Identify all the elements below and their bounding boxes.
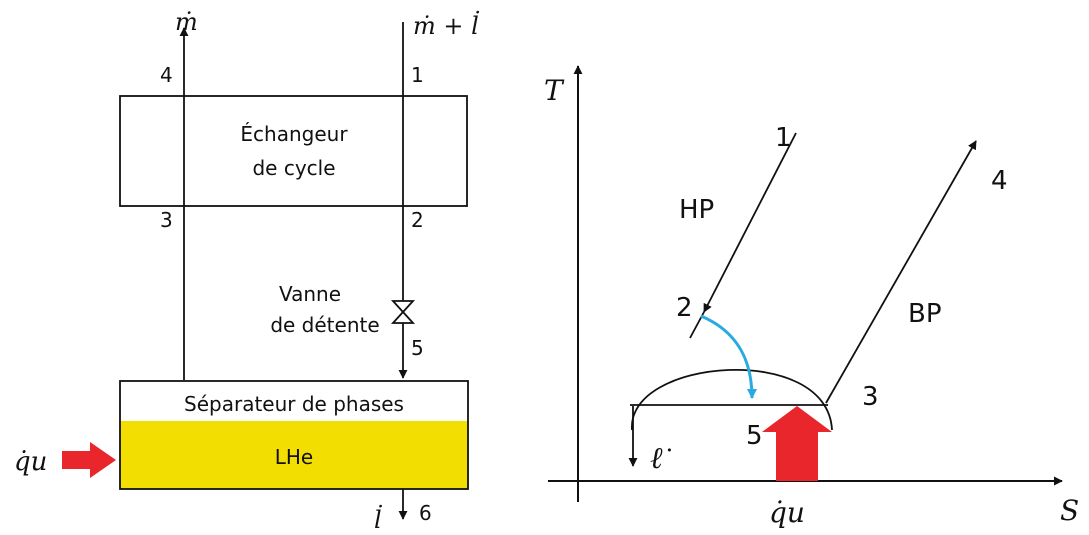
point-5-label: 5 bbox=[411, 336, 424, 360]
ts-point-5-label: 5 bbox=[746, 421, 763, 451]
ts-point-3-label: 3 bbox=[862, 382, 879, 412]
separator-label: Séparateur de phases bbox=[184, 392, 404, 416]
liquid-flow-label: ℓ̇ bbox=[650, 441, 671, 476]
liquid-helium-region bbox=[120, 421, 468, 489]
point-2-label: 2 bbox=[411, 208, 424, 232]
point-6-label: 6 bbox=[419, 501, 432, 525]
point-4-label: 4 bbox=[160, 63, 173, 87]
point-1-label: 1 bbox=[411, 63, 424, 87]
bp-line-arrow bbox=[825, 140, 977, 404]
ts-point-4-label: 4 bbox=[991, 166, 1008, 196]
ts-point-1-label: 1 bbox=[775, 123, 792, 153]
inlet-flow-label: ṁ + l̇ bbox=[413, 11, 480, 40]
liquid-outflow-label: l̇ bbox=[374, 505, 382, 534]
valve-label-line2: de détente bbox=[270, 313, 379, 337]
hp-label: HP bbox=[679, 195, 714, 225]
ts-point-2-label: 2 bbox=[676, 293, 693, 323]
hp-line-arrow bbox=[703, 132, 797, 313]
bp-label: BP bbox=[908, 299, 942, 329]
point-3-label: 3 bbox=[160, 208, 173, 232]
expansion-valve-icon bbox=[390, 300, 416, 324]
exchanger-label-line2: de cycle bbox=[252, 156, 335, 180]
ts-diagram: T S 1 HP 2 5 3 4 BP ℓ̇ q̇u bbox=[544, 65, 1079, 529]
outlet-flow-label: ṁ bbox=[175, 8, 198, 36]
heat-input-arrow-right bbox=[762, 406, 832, 481]
phase-separator-box bbox=[119, 380, 469, 490]
expansion-curve-arrow bbox=[700, 314, 757, 399]
t-axis-label: T bbox=[544, 74, 565, 107]
heat-input-label-right: q̇u bbox=[769, 496, 805, 529]
s-axis-label: S bbox=[1060, 494, 1079, 527]
process-schematic: Échangeur de cycle Séparateur de phases … bbox=[14, 8, 480, 534]
valve-label-line1: Vanne bbox=[279, 282, 341, 306]
heat-input-arrow-left bbox=[62, 442, 116, 478]
exchanger-label-line1: Échangeur bbox=[240, 122, 348, 146]
liquid-label: LHe bbox=[275, 445, 314, 469]
heat-input-label-left: q̇u bbox=[14, 447, 47, 477]
